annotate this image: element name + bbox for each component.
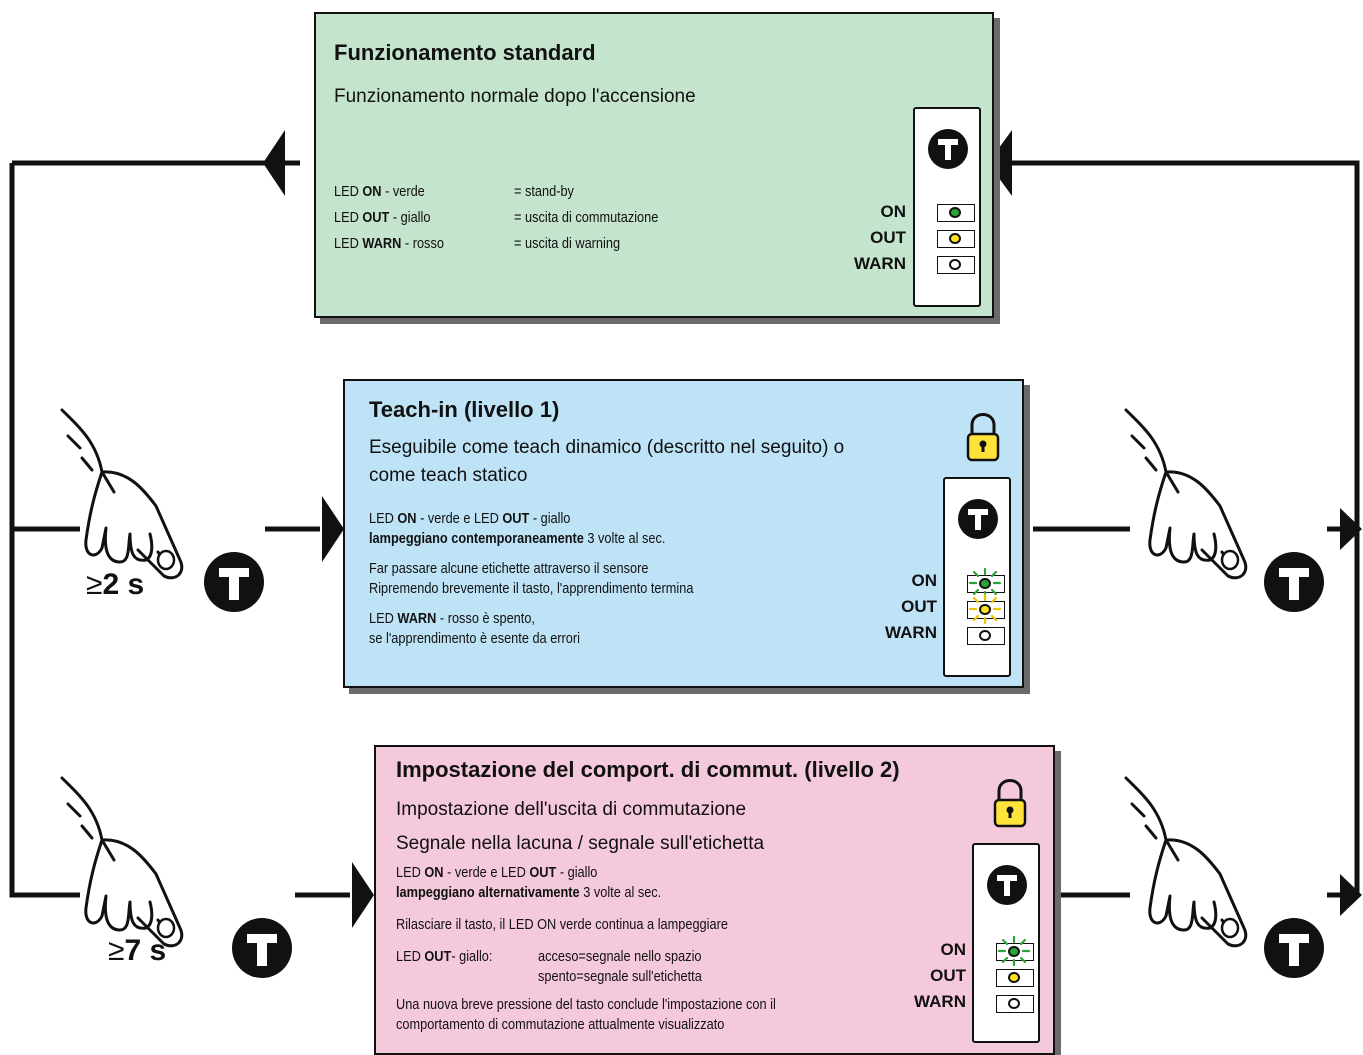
switching-setting-box: Impostazione del comport. di commut. (li… bbox=[374, 745, 1055, 1055]
impostazione-subtitle-line2: Segnale nella lacuna / segnale sull'etic… bbox=[396, 833, 765, 854]
impostazione-out-on: acceso=segnale nello spazio bbox=[538, 949, 702, 965]
legend-row-warn: LED WARN - rosso bbox=[334, 236, 444, 252]
teach-led-line1: LED ON - verde e LED OUT - giallo bbox=[369, 511, 571, 527]
legend-row-out: LED OUT - giallo bbox=[334, 210, 431, 226]
impostazione-out-label: LED OUT- giallo: bbox=[396, 949, 493, 965]
standard-title: Funzionamento standard bbox=[334, 40, 596, 65]
impostazione-led-line1: LED ON - verde e LED OUT - giallo bbox=[396, 865, 598, 881]
flow-lines bbox=[9, 160, 1360, 898]
press-duration-value: 2 s bbox=[102, 568, 145, 601]
legend-row-on: LED ON - verde bbox=[334, 184, 425, 200]
teach-subtitle-line1: Eseguibile come teach dinamico (descritt… bbox=[369, 437, 845, 458]
led-label-out: OUT bbox=[930, 966, 966, 985]
led-on-blinking bbox=[967, 575, 1005, 593]
padlock-icon bbox=[993, 779, 1027, 828]
led-on bbox=[937, 204, 975, 222]
teach-repeat-line: Ripremendo brevemente il tasto, l'appren… bbox=[369, 581, 694, 597]
led-label-warn: WARN bbox=[854, 254, 906, 273]
led-warn bbox=[967, 627, 1005, 645]
padlock-icon bbox=[966, 413, 1000, 462]
standard-mode-box: Funzionamento standard Funzionamento nor… bbox=[314, 12, 994, 318]
led-on-blinking bbox=[996, 943, 1034, 961]
led-label-out: OUT bbox=[870, 228, 906, 247]
teach-warn-line1: LED WARN - rosso è spento, bbox=[369, 611, 535, 627]
teach-pass-line: Far passare alcune etichette attraverso … bbox=[369, 561, 649, 577]
teach-led-line2: lampeggiano contemporaneamente 3 volte a… bbox=[369, 531, 666, 547]
impostazione-new-press-line1: Una nuova breve pressione del tasto conc… bbox=[396, 997, 776, 1013]
impostazione-out-off: spento=segnale sull'etichetta bbox=[538, 969, 702, 985]
impostazione-title: Impostazione del comport. di commut. (li… bbox=[396, 757, 900, 782]
impostazione-led-line2: lampeggiano alternativamente 3 volte al … bbox=[396, 885, 662, 901]
led-out bbox=[937, 230, 975, 248]
teach-in-box: Teach-in (livello 1) Eseguibile come tea… bbox=[343, 379, 1024, 688]
t-button-icon bbox=[958, 499, 998, 539]
teach-title: Teach-in (livello 1) bbox=[369, 397, 560, 422]
led-label-on: ON bbox=[940, 940, 967, 959]
standard-subtitle: Funzionamento normale dopo l'accensione bbox=[334, 86, 696, 107]
teach-subtitle-line2: come teach statico bbox=[369, 465, 528, 486]
press-duration-value: 7 s bbox=[124, 934, 167, 967]
blink-rays-icon bbox=[968, 567, 1002, 625]
led-label-warn: WARN bbox=[914, 992, 966, 1011]
led-warn bbox=[937, 256, 975, 274]
legend-value-warn: = uscita di warning bbox=[514, 236, 621, 252]
press-symbol: ≥ bbox=[108, 934, 125, 967]
t-button-icon bbox=[987, 865, 1027, 905]
led-label-out: OUT bbox=[901, 597, 937, 616]
led-label-warn: WARN bbox=[885, 623, 937, 642]
led-label-on: ON bbox=[880, 202, 907, 221]
legend-value-on: = stand-by bbox=[514, 184, 574, 200]
arrow-icon bbox=[263, 130, 1362, 928]
blink-rays-icon bbox=[997, 935, 1031, 967]
impostazione-new-press-line2: comportamento di commutazione attualment… bbox=[396, 1017, 725, 1033]
sensor-panel bbox=[943, 477, 1011, 677]
impostazione-release-line: Rilasciare il tasto, il LED ON verde con… bbox=[396, 917, 728, 933]
legend-value-out: = uscita di commutazione bbox=[514, 210, 659, 226]
t-button-icon bbox=[928, 129, 968, 169]
press-symbol: ≥ bbox=[86, 568, 103, 601]
impostazione-subtitle-line1: Impostazione dell'uscita di commutazione bbox=[396, 799, 747, 820]
led-warn bbox=[996, 995, 1034, 1013]
press-duration-level1: ≥2 s bbox=[86, 568, 144, 602]
teach-warn-line2: se l'apprendimento è esente da errori bbox=[369, 631, 580, 647]
sensor-panel bbox=[913, 107, 981, 307]
led-label-on: ON bbox=[911, 571, 938, 590]
press-duration-level2: ≥7 s bbox=[108, 934, 166, 968]
led-out bbox=[996, 969, 1034, 987]
sensor-panel bbox=[972, 843, 1040, 1043]
